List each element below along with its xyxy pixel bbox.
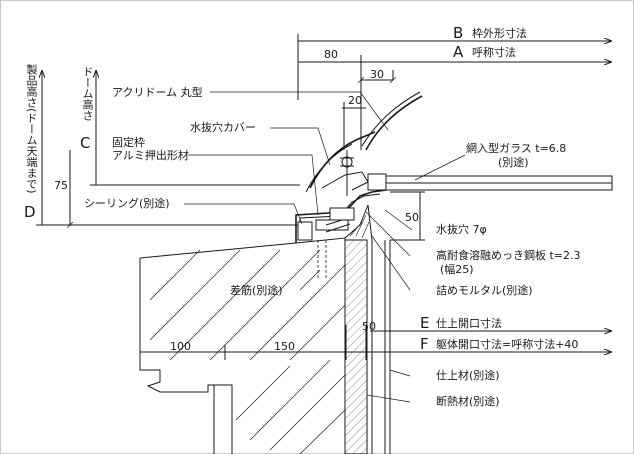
dim-75: 75	[54, 179, 68, 192]
wired-glass	[367, 173, 613, 191]
callout-mortar: 詰めモルタル(別途)	[436, 284, 533, 297]
callout-steel-plate: 高耐食溶融めっき鋼板 t=2.3	[436, 249, 581, 262]
dim-d-label: 製品高さ(ドーム天端まで)	[25, 64, 38, 194]
drain-hole-cover	[321, 150, 369, 196]
dim-f-letter: F	[420, 335, 429, 353]
mortar-fill	[344, 204, 373, 241]
dim-d-letter: D	[24, 203, 36, 221]
leader-lines	[184, 91, 466, 403]
dimension-line-b	[297, 34, 612, 100]
dimension-line-30	[357, 76, 397, 84]
rebar	[317, 240, 327, 280]
dimension-line-75	[66, 150, 74, 229]
dim-50-right: 50	[405, 211, 419, 224]
acrylic-dome	[305, 91, 423, 193]
dimension-line-a	[298, 55, 612, 150]
callout-fixed-frame: 固定枠	[112, 136, 145, 149]
dimension-line-20	[342, 102, 366, 150]
dim-e-label: 仕上開口寸法	[436, 317, 502, 330]
aluminum-frame	[295, 189, 387, 243]
dim-100: 100	[170, 340, 191, 353]
callout-wired-glass: 網入型ガラス t=6.8	[466, 142, 567, 155]
dim-50-bottom: 50	[362, 320, 376, 333]
dimension-line-c	[90, 70, 300, 186]
callout-rebar: 差筋(別途)	[230, 284, 283, 297]
callout-acrylic-dome: アクリドーム 丸型	[112, 86, 203, 99]
dim-a-letter: A	[453, 43, 464, 61]
wall-insulation	[344, 239, 391, 454]
callout-sealing: シーリング(別途)	[84, 197, 170, 210]
callout-insulation: 断熱材(別途)	[436, 395, 500, 408]
callout-aluminum-profile: アルミ押出形材	[112, 149, 189, 162]
dimension-line-50-right	[390, 191, 425, 241]
dim-30: 30	[370, 68, 384, 81]
dim-b-label: 枠外形寸法	[472, 27, 527, 40]
dim-150: 150	[274, 340, 295, 353]
callout-wired-glass-note: (別途)	[498, 156, 529, 169]
dim-b-letter: B	[453, 24, 464, 42]
callout-finish: 仕上材(別途)	[436, 369, 500, 382]
dimension-line-d	[36, 70, 298, 226]
dim-e-letter: E	[420, 314, 430, 332]
callout-steel-plate-width: (幅25)	[440, 263, 474, 276]
callout-drain-hole: 水抜穴 7φ	[436, 223, 487, 236]
callout-drain-cover: 水抜穴カバー	[190, 121, 256, 134]
dim-c-letter: C	[80, 134, 91, 152]
dim-c-label: ドーム高さ	[81, 66, 94, 121]
dim-a-label: 呼称寸法	[472, 46, 516, 59]
dim-80: 80	[324, 48, 338, 61]
dim-f-label: 躯体開口寸法=呼称寸法+40	[436, 338, 579, 351]
dim-20: 20	[348, 94, 362, 107]
